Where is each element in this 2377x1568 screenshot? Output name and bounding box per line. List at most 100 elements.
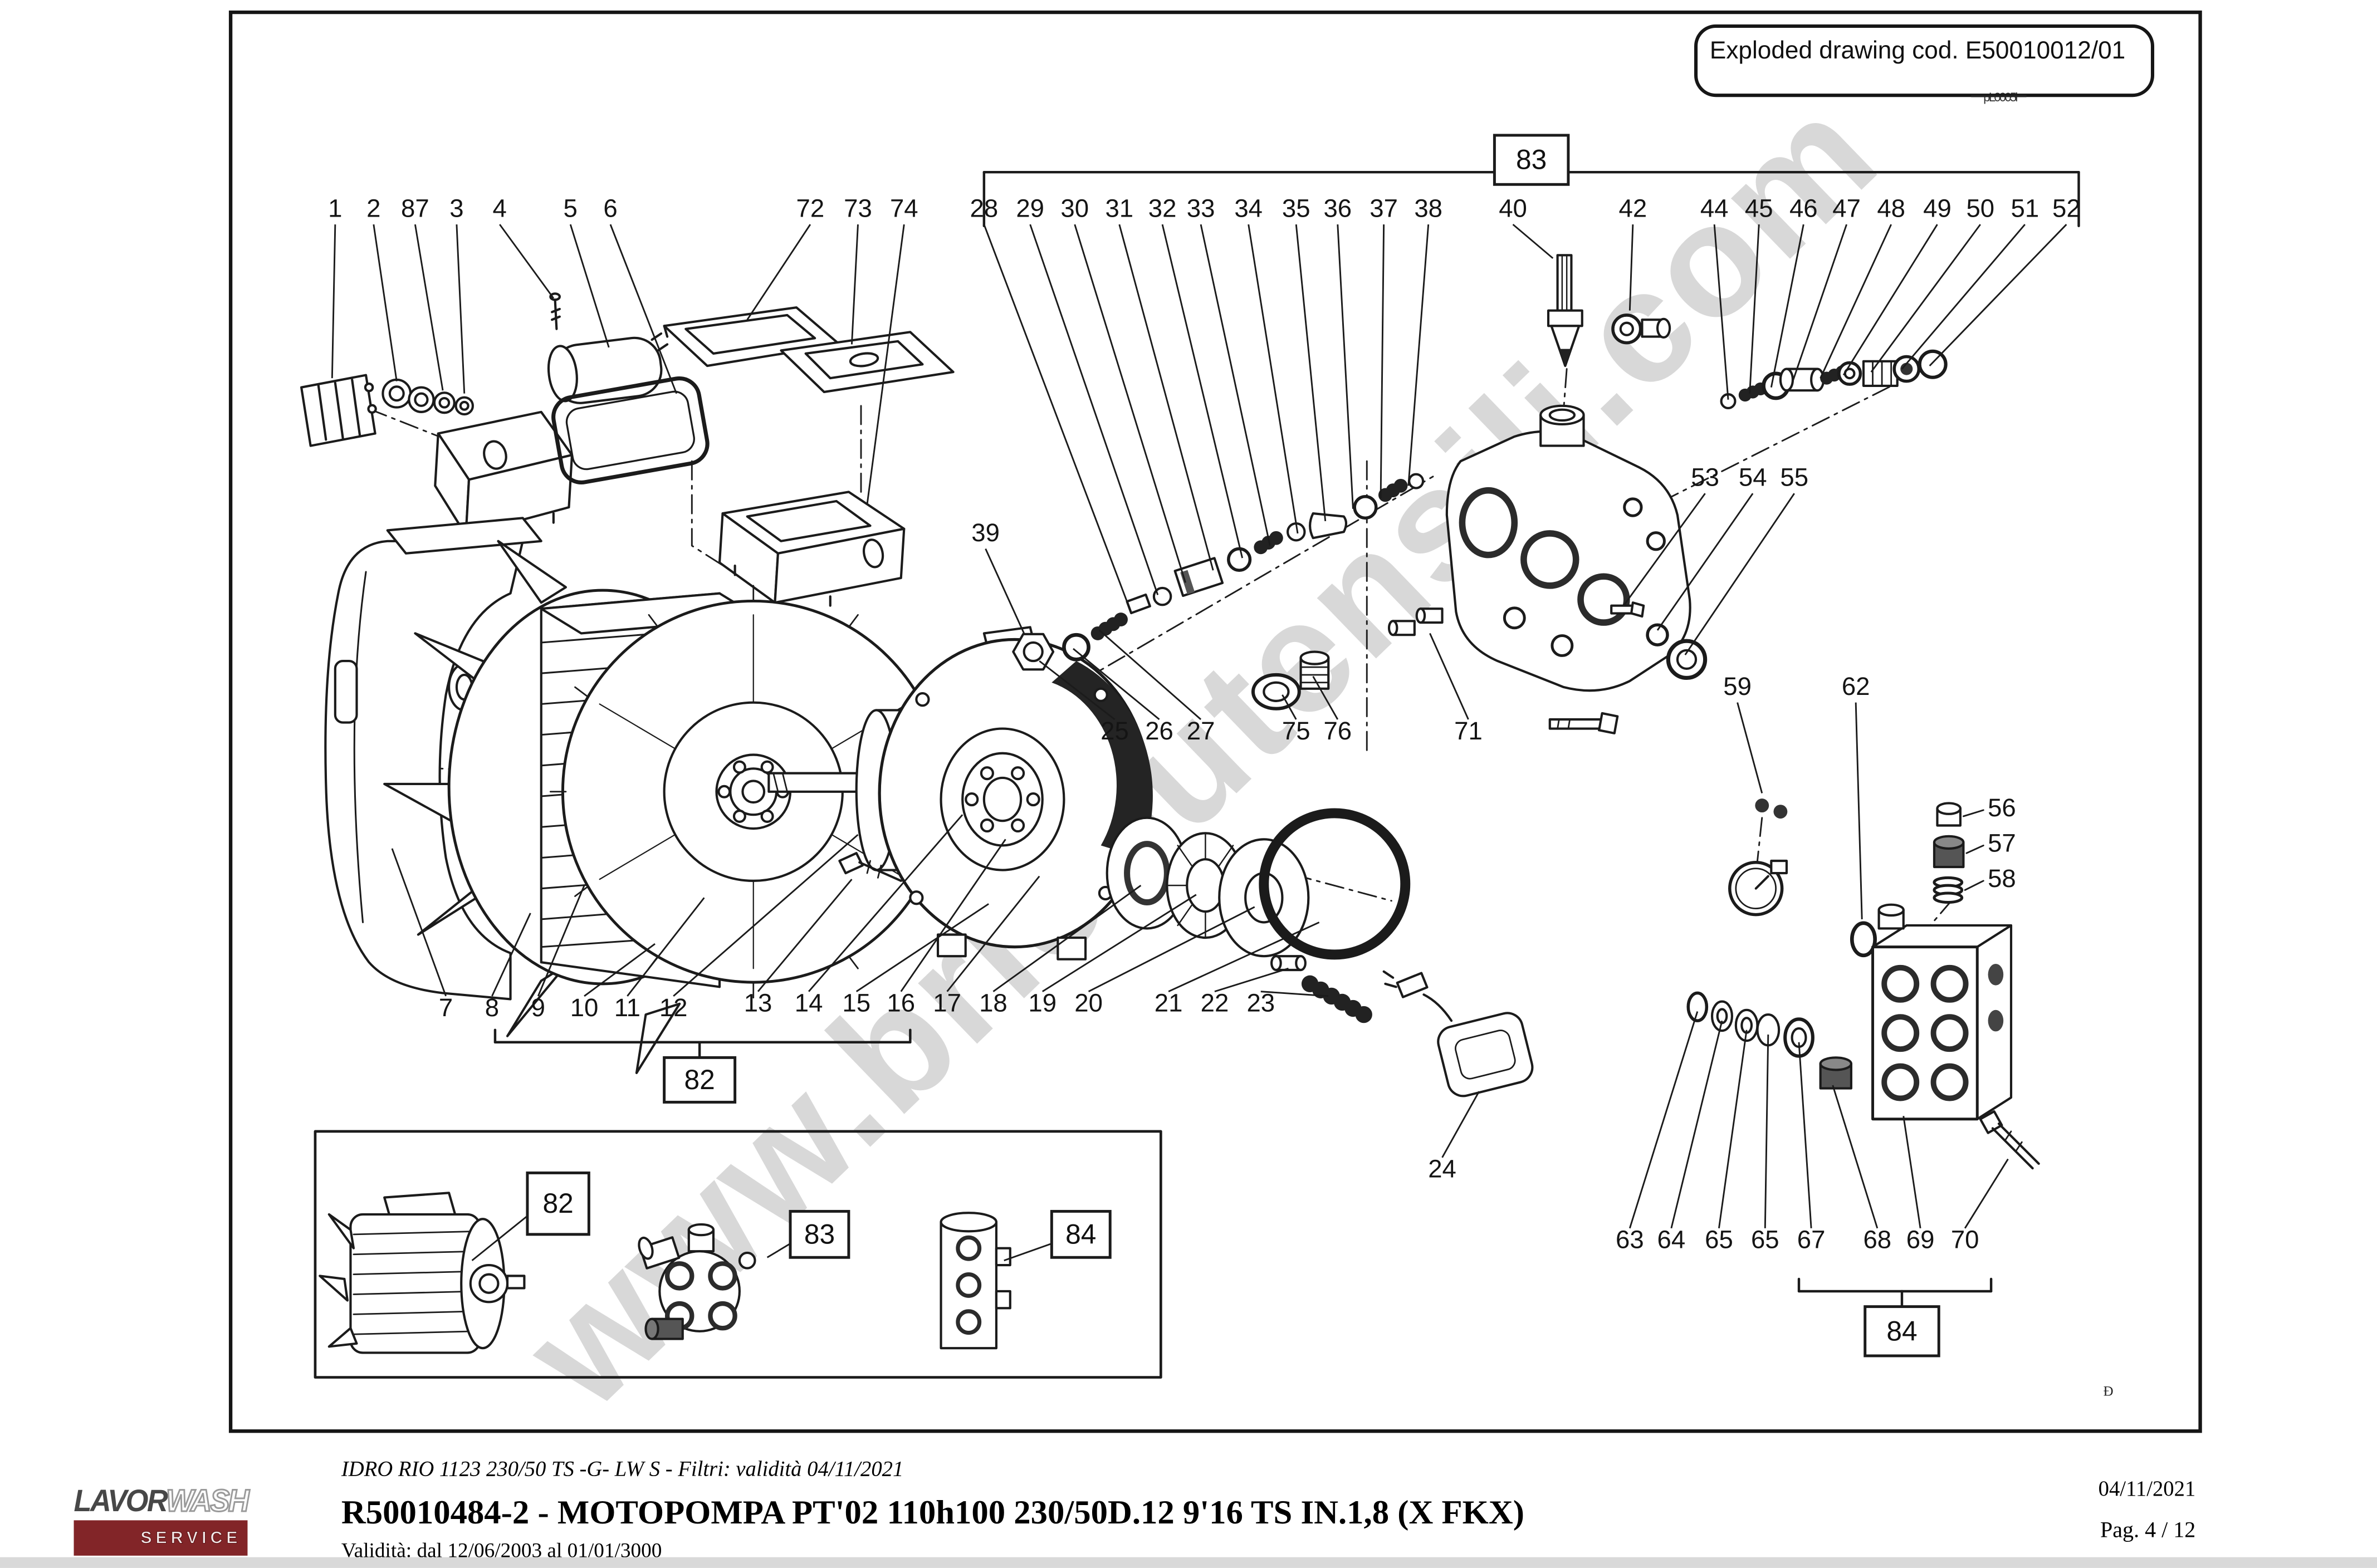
part-number-label: 15	[842, 989, 870, 1017]
leader-line	[1098, 629, 1202, 721]
leader-line	[850, 224, 859, 345]
inset-manifold	[940, 1212, 1011, 1350]
leader-line	[746, 224, 811, 321]
part-number-label: 56	[1988, 793, 2016, 822]
pump-flange	[878, 626, 1153, 961]
leader-line	[373, 224, 398, 381]
leader-line	[1929, 224, 2067, 367]
leader-line	[1770, 224, 1804, 388]
valve-block	[1871, 903, 2013, 1121]
leader-line	[992, 884, 1142, 992]
group-label-box	[663, 1056, 737, 1104]
leader-line	[456, 224, 466, 394]
leader-line	[491, 913, 531, 997]
box-gasket	[551, 376, 710, 485]
part-number-label: 54	[1739, 463, 1767, 491]
part-number-label: 57	[1988, 829, 2016, 857]
part-number-label: 59	[1723, 672, 1752, 700]
leader-line	[1749, 224, 1760, 394]
inset-motor	[319, 1192, 526, 1354]
part-number-label: 40	[1499, 194, 1527, 222]
leader-line	[1380, 224, 1385, 498]
group-label-box	[1864, 1305, 1940, 1358]
leader-line	[1441, 1091, 1480, 1158]
part-number-label: 53	[1691, 463, 1719, 491]
group-label-text: 83	[1516, 144, 1547, 175]
part-number-label: 25	[1101, 717, 1129, 745]
pressure-switch-24	[1382, 970, 1534, 1097]
part-number-label: 27	[1187, 717, 1215, 745]
part-number-label: 46	[1789, 194, 1818, 222]
logo-text-lavor: LAVOR	[74, 1484, 168, 1519]
part-number-label: 48	[1877, 194, 1905, 222]
leader-line	[499, 224, 555, 299]
leader-line	[471, 1215, 528, 1261]
plug-22	[1270, 955, 1307, 972]
part-number-label: 17	[933, 989, 961, 1017]
logo-banner-service: SERVICE	[74, 1520, 248, 1556]
bolt-70	[1979, 1110, 2040, 1170]
part-number-label: 11	[614, 993, 640, 1022]
leader-line	[900, 839, 1006, 992]
part-number-label: 29	[1016, 194, 1044, 222]
o-ring-62	[1850, 921, 1877, 958]
leader-line	[1161, 224, 1244, 558]
screw-part4	[549, 292, 561, 330]
lavorwash-logo: LAVORWASH SERVICE	[74, 1484, 250, 1556]
leader-line	[1656, 493, 1754, 631]
part-71	[1387, 607, 1444, 636]
group-label-text: 84	[1065, 1218, 1096, 1250]
leader-line	[1041, 894, 1197, 992]
part-number-label: 39	[971, 518, 1000, 547]
footer-model-line: IDRO RIO 1123 230/50 TS -G- LW S - Filtr…	[341, 1458, 904, 1482]
part-number-label: 14	[795, 989, 823, 1017]
thermal-valve-40	[1547, 254, 1583, 367]
part-number-label: 63	[1616, 1226, 1644, 1254]
part-number-label: 28	[970, 194, 999, 222]
plug-parts-53-55	[1610, 601, 1708, 680]
footer-page-indicator: Pag. 4 / 12	[2100, 1518, 2196, 1543]
code-box-text: Exploded drawing cod. E50010012/01	[1710, 37, 2125, 64]
leader-line	[537, 885, 585, 997]
leader-line	[1870, 224, 1981, 373]
leader-line	[1820, 224, 1892, 379]
part-number-label: 49	[1923, 194, 1952, 222]
part-number-label: 22	[1201, 989, 1229, 1017]
part-number-label: 21	[1155, 989, 1183, 1017]
leader-line	[331, 224, 336, 379]
part-number-label: 30	[1060, 194, 1089, 222]
gauge-59	[1728, 798, 1788, 917]
part-number-label: 38	[1414, 194, 1442, 222]
leader-line	[1512, 223, 1554, 259]
leader-line	[983, 224, 1129, 606]
leader-line	[1670, 1020, 1723, 1229]
group-label-text: 83	[804, 1218, 835, 1250]
part-number-label: 58	[1988, 864, 2016, 893]
bolt-53	[1548, 712, 1619, 734]
leader-line	[985, 548, 1025, 634]
group-label-text: 82	[684, 1064, 715, 1095]
part-number-label: 13	[744, 989, 772, 1017]
part-number-label: 76	[1323, 717, 1352, 745]
group-label-text: 84	[1886, 1315, 1917, 1346]
part-number-label: 2	[366, 194, 380, 222]
leader-line	[1842, 224, 1938, 376]
leader-line	[1004, 1243, 1052, 1262]
bottom-strip	[0, 1557, 2377, 1568]
part-number-label: 55	[1780, 463, 1808, 491]
fitting-42	[1611, 313, 1671, 345]
part-number-label: 62	[1842, 672, 1870, 700]
leader-line	[1628, 224, 1634, 311]
leader-line	[1407, 224, 1430, 486]
leader-line	[1628, 1011, 1699, 1229]
drawing-border	[228, 10, 2202, 1433]
leader-line	[1737, 702, 1763, 793]
brass-fittings-75-76	[1251, 650, 1330, 710]
inlet-parts	[1012, 612, 1128, 671]
part-number-label: 9	[531, 993, 545, 1022]
corner-mark: Ð	[2104, 1384, 2114, 1399]
leader-line	[1902, 1116, 1921, 1229]
footer-title-line: R50010484-2 - MOTOPOMPA PT'02 110h100 23…	[341, 1492, 1524, 1531]
leader-line	[627, 897, 705, 997]
